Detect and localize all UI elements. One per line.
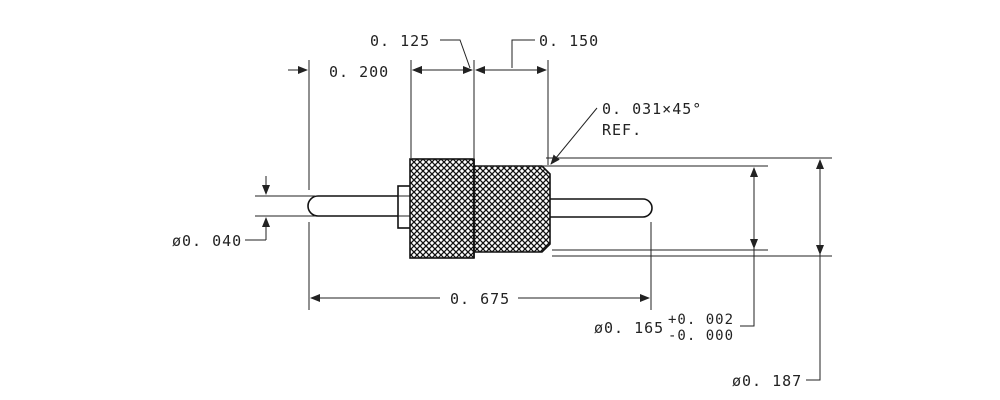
knurl-section-left (409, 158, 475, 259)
dim-dia-0187: ø0. 187 (732, 372, 802, 390)
left-pin (307, 195, 398, 217)
dimension-lines (245, 39, 832, 381)
chamfer-note-line1: 0. 031×45° (602, 100, 702, 118)
dim-0675: 0. 675 (450, 290, 510, 308)
knurl-section-right (473, 165, 551, 253)
dim-dia-0165: ø0. 165 (594, 319, 664, 337)
tolerance-plus: +0. 002 (668, 312, 734, 328)
dim-0125: 0. 125 (370, 32, 430, 50)
tolerance-minus: -0. 000 (668, 328, 734, 344)
right-pin (548, 198, 653, 218)
pin-part (307, 158, 653, 259)
dim-0200: 0. 200 (329, 63, 389, 81)
dim-0150: 0. 150 (539, 32, 599, 50)
dim-dia-0040: ø0. 040 (172, 232, 242, 250)
chamfer-note-line2: REF. (602, 121, 642, 139)
